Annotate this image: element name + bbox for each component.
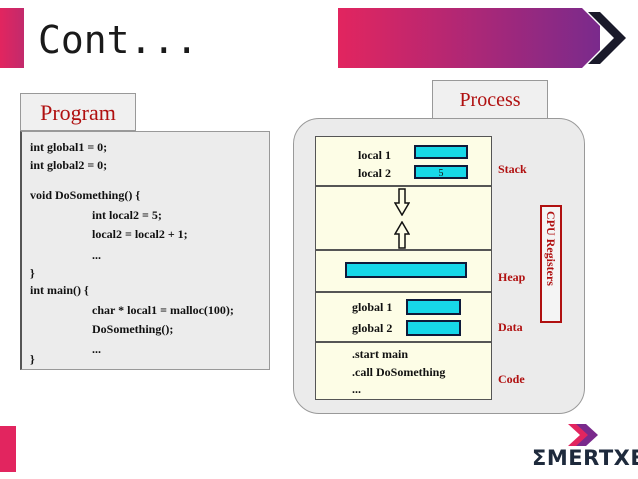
code-label: Code [498,372,525,386]
code-segment [315,342,492,400]
brand-logo-icon [568,424,598,446]
footer-accent [0,426,16,472]
header-accent-left [0,8,24,68]
brand-name: ΣMERTXE [532,446,638,470]
code-seg-line: ... [352,382,361,396]
brand-sigma: Σ [532,446,547,470]
local2-cell: 5 [414,165,468,179]
code-line: ... [92,342,101,356]
code-line: int global1 = 0; [30,140,108,154]
code-line: ... [92,248,101,262]
heap-label: Heap [498,270,526,284]
heap-block [345,262,467,278]
code-line: int main() { [30,283,89,297]
data-segment [315,292,492,342]
cpu-registers-label: CPU Registers [544,211,558,286]
data-var-global2: global 2 [352,321,393,335]
program-label-box: Program [20,93,136,131]
code-line: int local2 = 5; [92,208,162,222]
code-line: DoSomething(); [92,322,174,336]
program-code-box: int global1 = 0; int global2 = 0; void D… [20,131,270,370]
code-line: local2 = local2 + 1; [92,227,188,241]
brand-text: MERTXE [546,446,638,470]
code-line: } [30,266,35,280]
stack-var-local2: local 2 [358,166,391,180]
code-line: int global2 = 0; [30,158,108,172]
cpu-registers-box: CPU Registers [540,205,562,323]
arrow-up-icon [394,221,410,249]
process-label: Process [459,89,521,111]
local1-cell [414,145,468,159]
code-line: } [30,352,35,366]
code-seg-line: .start main [352,347,408,361]
data-var-global1: global 1 [352,300,393,314]
process-label-box: Process [432,80,548,120]
stack-label: Stack [498,162,527,176]
local2-value: 5 [438,168,444,179]
global1-cell [406,299,461,315]
slide-title: Cont... [38,18,199,62]
stack-var-local1: local 1 [358,148,391,162]
header-banner [338,8,632,68]
code-line: void DoSomething() { [30,188,141,202]
arrow-down-icon [394,188,410,216]
code-seg-line: .call DoSomething [352,365,446,379]
program-label: Program [40,100,116,125]
global2-cell [406,320,461,336]
code-line: char * local1 = malloc(100); [92,303,234,317]
data-label: Data [498,320,523,334]
